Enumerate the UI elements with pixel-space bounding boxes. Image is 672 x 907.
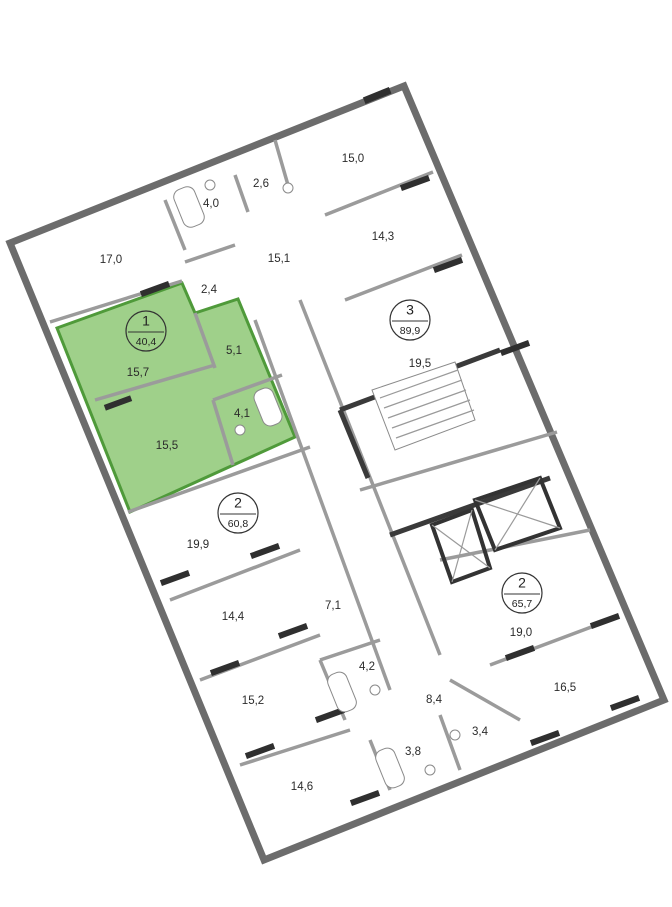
apartment-badge-1[interactable]: 1 40,4 bbox=[125, 310, 167, 352]
room-area-label: 5,1 bbox=[226, 345, 242, 357]
apartment-rooms: 2 bbox=[234, 495, 242, 511]
room-area-label: 4,0 bbox=[203, 198, 219, 210]
room-area-label: 2,6 bbox=[253, 178, 269, 190]
apartment-area: 65,7 bbox=[512, 598, 533, 610]
room-area-label: 14,3 bbox=[372, 231, 394, 243]
balcony-strips bbox=[103, 86, 641, 806]
elevator-shafts bbox=[429, 475, 563, 585]
room-area-label: 4,1 bbox=[234, 408, 250, 420]
apartment-badge-4[interactable]: 2 65,7 bbox=[501, 572, 543, 614]
room-area-label: 15,5 bbox=[156, 440, 178, 452]
room-area-label: 15,2 bbox=[242, 695, 264, 707]
interior-walls bbox=[49, 139, 611, 791]
apartment-area: 60,8 bbox=[228, 518, 249, 530]
room-area-label: 14,6 bbox=[291, 781, 313, 793]
room-area-label: 4,2 bbox=[359, 661, 375, 673]
room-area-label: 17,0 bbox=[100, 254, 122, 266]
apartment-badge-3[interactable]: 2 60,8 bbox=[217, 492, 259, 534]
building-outline bbox=[5, 81, 669, 865]
room-area-label: 8,4 bbox=[426, 694, 443, 706]
room-area-label: 3,8 bbox=[405, 746, 421, 758]
room-area-label: 7,1 bbox=[325, 600, 341, 612]
room-area-label: 3,4 bbox=[472, 726, 489, 738]
room-area-label: 16,5 bbox=[554, 682, 576, 694]
apartment-rooms: 3 bbox=[406, 302, 414, 318]
room-area-label: 19,5 bbox=[409, 358, 431, 370]
room-area-label: 15,0 bbox=[342, 153, 364, 165]
room-area-label: 15,7 bbox=[127, 367, 149, 379]
room-area-label: 19,0 bbox=[510, 627, 532, 639]
room-area-label: 14,4 bbox=[222, 611, 245, 623]
apartment-badge-2[interactable]: 3 89,9 bbox=[389, 299, 431, 341]
room-area-label: 19,9 bbox=[187, 539, 209, 551]
apartment-rooms: 2 bbox=[518, 575, 526, 591]
room-area-label: 2,4 bbox=[201, 284, 218, 296]
apartment-area: 40,4 bbox=[136, 336, 157, 348]
apartment-area: 89,9 bbox=[400, 325, 421, 337]
bath-fixtures bbox=[173, 179, 461, 789]
room-area-label: 15,1 bbox=[268, 253, 290, 265]
stairwell bbox=[371, 361, 476, 451]
apartment-rooms: 1 bbox=[142, 313, 150, 329]
room-labels: 15,0 2,6 4,0 14,3 17,0 15,1 2,4 19,5 5,1… bbox=[100, 153, 576, 793]
